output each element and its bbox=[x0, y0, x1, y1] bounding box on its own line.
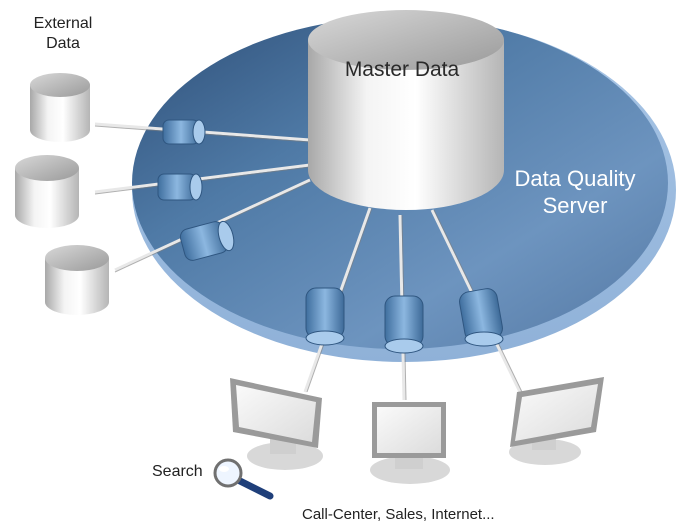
data-quality-server-label: Data Quality Server bbox=[514, 166, 636, 218]
connector-bottom-2 bbox=[384, 295, 424, 354]
magnifier-icon bbox=[213, 458, 274, 500]
monitor-2 bbox=[370, 402, 450, 484]
connector-left-2 bbox=[157, 173, 203, 201]
monitor-3 bbox=[509, 377, 604, 465]
master-data-cylinder bbox=[308, 10, 504, 210]
connector-bottom-3 bbox=[459, 288, 504, 347]
external-db-2 bbox=[15, 155, 79, 228]
connector-left-3 bbox=[179, 220, 235, 261]
connector-bottom-1 bbox=[305, 287, 345, 346]
external-db-3 bbox=[45, 245, 109, 315]
external-db-1 bbox=[30, 73, 90, 142]
search-label: Search bbox=[152, 463, 203, 480]
channels-label: Call-Center, Sales, Internet... bbox=[302, 506, 495, 523]
master-data-label: Master Data bbox=[344, 58, 460, 81]
monitor-1 bbox=[230, 378, 323, 470]
connector-left-1 bbox=[162, 119, 206, 145]
external-data-label: External Data bbox=[33, 15, 93, 52]
